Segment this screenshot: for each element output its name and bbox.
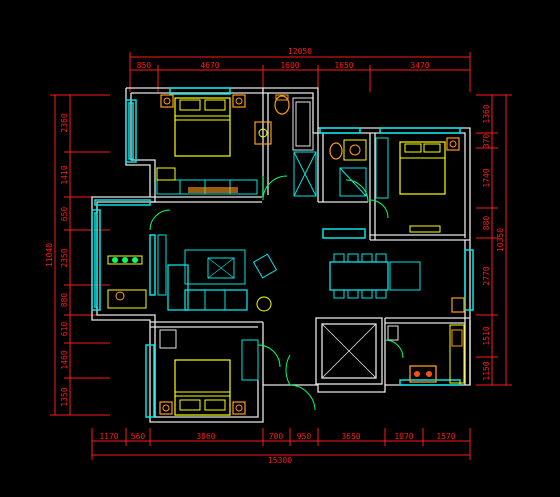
bathtub	[292, 97, 314, 151]
sofa	[167, 264, 189, 311]
dimension-labels: 12050 850 4670 1600 1650 3470 1170 560 3…	[45, 47, 505, 465]
master-bedroom-furniture	[156, 94, 258, 195]
nightstand	[232, 94, 246, 108]
bed	[174, 359, 231, 416]
shower	[339, 167, 367, 197]
balcony-furniture	[107, 255, 147, 309]
dim-bottom-segment: 950	[297, 432, 312, 441]
toilet	[274, 95, 290, 115]
dim-bottom-segment: 560	[131, 432, 146, 441]
second-bedroom-furniture	[375, 137, 460, 233]
dim-bottom-segment: 1170	[99, 432, 118, 441]
dim-right-segment: 370	[482, 134, 491, 149]
dim-right-segment: 880	[482, 216, 491, 231]
third-bedroom-furniture	[159, 329, 259, 416]
coffee-table	[184, 249, 246, 285]
second-bath-fixtures	[329, 139, 367, 197]
living-room-furniture	[157, 234, 278, 312]
wardrobe	[241, 339, 259, 381]
dim-bottom-segment: 3650	[341, 432, 360, 441]
dim-top-segment: 4670	[200, 61, 219, 70]
tv-cabinet	[157, 234, 167, 296]
dim-left-segment: 610	[60, 322, 69, 337]
pillow	[179, 99, 201, 111]
shaft-cross	[321, 323, 377, 379]
dim-left-segment: 650	[60, 207, 69, 222]
tv-stand	[188, 187, 238, 193]
master-bath-fixtures	[254, 94, 317, 197]
desk	[159, 329, 177, 349]
dim-bottom-total: 15300	[268, 456, 292, 465]
dim-bottom-segment: 1070	[394, 432, 413, 441]
dining-table	[329, 261, 389, 291]
sofa	[184, 289, 248, 311]
nightstand	[160, 94, 174, 108]
dim-left-total: 11040	[45, 243, 54, 267]
sink	[451, 329, 463, 347]
dim-bottom-segment: 1570	[436, 432, 455, 441]
shower	[293, 151, 317, 197]
desk	[156, 167, 176, 181]
dim-bottom-segment: 3860	[196, 432, 215, 441]
bed	[174, 97, 231, 157]
sink	[254, 121, 272, 145]
dim-left-segment: 880	[60, 293, 69, 308]
dim-right-segment: 1740	[482, 168, 491, 187]
kitchen-fixtures	[387, 297, 465, 384]
door-swings	[149, 175, 404, 411]
dim-top-total: 12050	[288, 47, 312, 56]
dim-left-segment: 1460	[60, 350, 69, 369]
dim-top-segment: 1650	[334, 61, 353, 70]
desk	[409, 225, 441, 233]
dining-furniture	[329, 253, 421, 299]
dim-right-segment: 1150	[482, 361, 491, 380]
fridge	[451, 297, 465, 313]
dim-left-segment: 2360	[60, 113, 69, 132]
dim-left-segment: 1350	[60, 387, 69, 406]
dimension-lines	[50, 52, 512, 460]
armchair	[252, 253, 278, 279]
lounge-set	[107, 289, 147, 309]
side-table	[256, 296, 272, 312]
dim-right-segment: 1510	[482, 326, 491, 345]
rug	[207, 257, 235, 279]
nightstand	[232, 401, 246, 415]
dim-top-segment: 3470	[410, 61, 429, 70]
dim-right-total: 10350	[496, 228, 505, 252]
stove	[409, 365, 437, 383]
toilet	[329, 142, 343, 160]
dim-top-segment: 1600	[280, 61, 299, 70]
cabinet	[387, 325, 399, 341]
dim-left-segment: 1410	[60, 165, 69, 184]
nightstand	[446, 137, 460, 151]
dim-right-segment: 2770	[482, 266, 491, 285]
bed	[399, 141, 446, 195]
sideboard	[389, 261, 421, 291]
plant-shelf	[107, 255, 143, 265]
wardrobe	[375, 137, 389, 199]
dim-bottom-segment: 700	[269, 432, 284, 441]
dim-left-segment: 2350	[60, 248, 69, 267]
dim-right-segment: 1360	[482, 104, 491, 123]
nightstand	[159, 401, 173, 415]
pillow	[204, 99, 226, 111]
dim-top-segment: 850	[137, 61, 152, 70]
counter	[449, 324, 465, 384]
wardrobe	[156, 179, 258, 195]
sink	[343, 139, 367, 161]
